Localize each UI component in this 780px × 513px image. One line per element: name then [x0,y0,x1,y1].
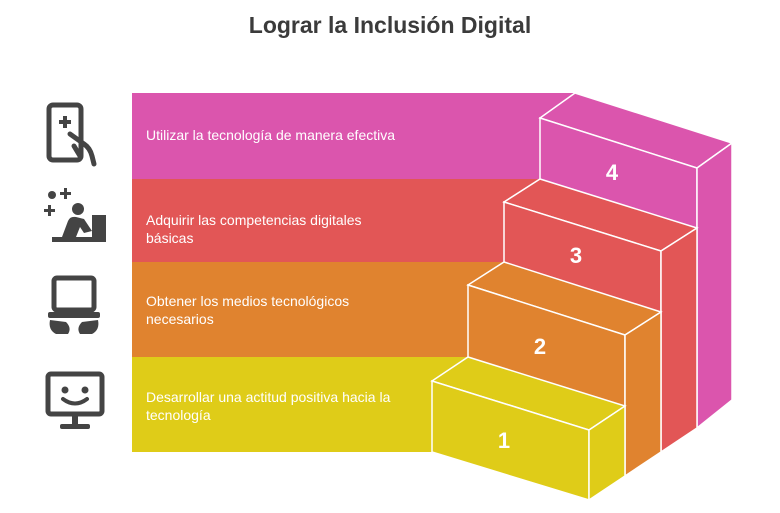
step-number-2: 2 [534,334,546,359]
step-number-3: 3 [570,243,582,268]
step-2: 2 [132,261,663,478]
step-4-label: Utilizar la tecnología de manera efectiv… [146,127,396,143]
step-number-4: 4 [606,160,619,185]
step-3-side [660,226,698,454]
step-3-label: Adquirir las competencias digitales bási… [146,212,362,246]
laptop-hands-icon [48,275,100,334]
step-4-side [696,141,733,430]
smiling-monitor-icon [45,371,105,429]
step-1: 1 [132,356,627,502]
step-2-label: Obtener los medios tecnológicos necesari… [146,293,350,327]
step-3-band [132,179,540,262]
step-2-band [132,262,504,357]
step-number-1: 1 [498,428,510,453]
step-2-side [624,310,662,478]
person-at-computer-icon [44,188,106,242]
step-1-label: Desarrollar una actitud positiva hacia l… [146,389,391,423]
tablet-touch-icon [46,102,97,167]
step-1-side [588,404,626,502]
step-4-band [132,93,575,179]
step-1-band [132,357,468,452]
diagram-title: Lograr la Inclusión Digital [248,12,532,38]
